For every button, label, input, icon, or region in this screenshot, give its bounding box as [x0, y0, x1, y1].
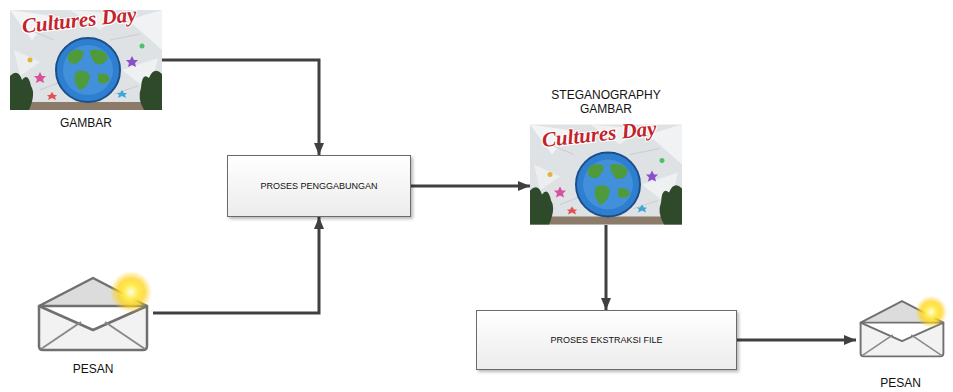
- image-caption: PESAN: [852, 376, 949, 390]
- process-box: PROSES PENGGABUNGAN: [227, 155, 411, 217]
- picture-frame: [856, 288, 948, 368]
- photo-text: Cultures Day: [541, 116, 658, 153]
- message-node: PESAN: [30, 272, 156, 378]
- flow-arrow: [605, 225, 608, 310]
- photo-text: Cultures Day: [21, 2, 138, 39]
- process-label: PROSES EKSTRAKSI FILE: [550, 335, 662, 345]
- envelope-icon: [861, 296, 948, 357]
- box-content: PROSES EKSTRAKSI FILE: [550, 335, 662, 345]
- process-box: PROSES EKSTRAKSI FILE: [476, 310, 737, 370]
- process-label: PROSES PENGGABUNGAN: [260, 181, 377, 191]
- image-caption: STEGANOGRAPHY GAMBAR: [546, 88, 666, 116]
- image-caption: PESAN: [30, 362, 156, 376]
- flow-arrow: [162, 60, 319, 155]
- flow-arrow: [153, 217, 319, 313]
- image-node: STEGANOGRAPHY GAMBAR: [525, 88, 687, 226]
- box-content: PROSES PENGGABUNGAN: [260, 181, 377, 191]
- image-caption: GAMBAR: [10, 116, 162, 130]
- envelope-icon: [39, 271, 152, 350]
- flow-arrow: [737, 339, 856, 342]
- flow-arrow: [411, 185, 530, 188]
- picture-frame: [33, 272, 153, 354]
- message-node: PESAN: [852, 288, 949, 392]
